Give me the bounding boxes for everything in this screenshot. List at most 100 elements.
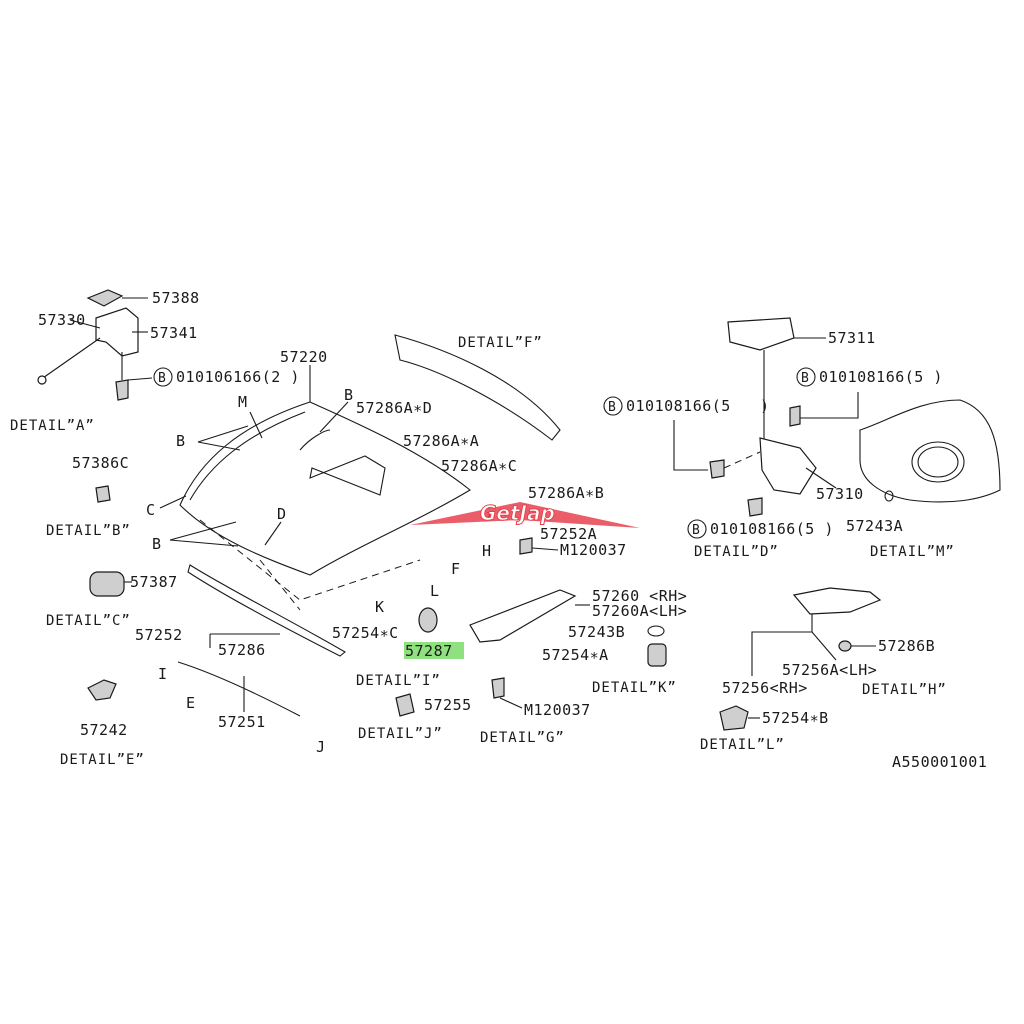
detail-g-caption: DETAIL”G”: [480, 730, 565, 746]
part-57287-highlight: [404, 642, 464, 659]
detail-b-caption: DETAIL”B”: [46, 523, 131, 539]
circled-b-icon: [687, 519, 707, 539]
part-57220-label: 57220: [280, 348, 328, 366]
m120037-top-label: M120037: [560, 541, 627, 559]
leader-line: [169, 521, 237, 541]
hood-inner-frame: [394, 334, 561, 441]
watermark-swoosh: [410, 502, 640, 528]
bolt-d-right: [789, 405, 801, 427]
circled-b-letter: B: [608, 400, 616, 415]
detail-c-caption: DETAIL”C”: [46, 613, 131, 629]
part-57254a-label: 57254∗A: [542, 646, 609, 664]
latch-dashed-guide: [723, 451, 761, 469]
part-57255-label: 57255: [424, 696, 472, 714]
detail-d-caption: DETAIL”D”: [694, 544, 779, 560]
part-57286a-b-label: 57286A∗B: [528, 484, 604, 502]
detail-d-group: 57311 B 010108166(5 ) B 010108166(5 ) 57…: [603, 317, 943, 560]
bolt-d-left: [709, 459, 725, 479]
circled-b-letter: B: [801, 371, 809, 386]
callout-i: I: [158, 665, 168, 683]
circled-b-icon: [153, 367, 173, 387]
part-57286a-a-label: 57286A∗A: [403, 432, 479, 450]
part-57287-label: 57287: [405, 642, 453, 660]
part-57254b-clip: [719, 705, 749, 731]
callout-f: F: [451, 560, 461, 578]
detail-e-caption: DETAIL”E”: [60, 752, 145, 768]
part-57256-bracket: [792, 587, 882, 615]
hood-dashed-guide: [199, 519, 421, 601]
part-57311-label: 57311: [828, 329, 876, 347]
part-57242-label: 57242: [80, 721, 128, 739]
leader-line: [197, 441, 241, 451]
bolt-d-bottom-label: 010108166(5 ): [710, 520, 834, 538]
circled-b-icon: [796, 367, 816, 387]
watermark-text: GetJap: [480, 501, 555, 525]
part-57243b-label: 57243B: [568, 623, 625, 641]
part-57251-cable: [177, 661, 301, 717]
panel-opening-inner: [917, 446, 959, 478]
leader-line: [69, 319, 101, 329]
bolt-m120037-top: [519, 537, 533, 555]
part-57252a-label: 57252A: [540, 525, 597, 543]
leader-line: [531, 547, 559, 551]
part-57256a-label: 57256A<LH>: [782, 661, 877, 679]
bolt-m120037-bottom: [491, 677, 505, 699]
bolt-a: [115, 379, 129, 401]
callout-b: B: [344, 386, 354, 404]
bolt-a-label: 010106166(2 ): [176, 368, 300, 386]
detail-l-caption: DETAIL”L”: [700, 737, 785, 753]
detail-f-caption: DETAIL”F”: [458, 335, 543, 351]
part-57252-seal: [187, 564, 346, 657]
leader-line: [499, 697, 523, 709]
part-57386c-label: 57386C: [72, 454, 129, 472]
part-57386c-clip: [95, 485, 111, 503]
part-57286a-c-label: 57286A∗C: [441, 457, 517, 475]
circled-b-letter: B: [158, 371, 166, 386]
part-57388-label: 57388: [152, 289, 200, 307]
part-57286-label: 57286: [218, 641, 266, 659]
callout-d: D: [277, 505, 287, 523]
part-57260-label: 57260 <RH>: [592, 587, 687, 605]
part-57286b-label: 57286B: [878, 637, 935, 655]
leader-line: [319, 401, 349, 433]
part-57254c-label: 57254∗C: [332, 624, 399, 642]
cable-end: [37, 375, 47, 385]
diagram-code: A550001001: [892, 753, 987, 771]
part-57243a-plug: [884, 490, 894, 502]
leader-line: [805, 467, 837, 489]
part-57252-label: 57252: [135, 626, 183, 644]
callout-k: K: [375, 598, 385, 616]
hood-edge-line: [189, 411, 306, 501]
bolt-d-bottom: [747, 497, 763, 517]
part-57251-label: 57251: [218, 713, 266, 731]
leader-line: [127, 377, 153, 381]
m120037-bottom-label: M120037: [524, 701, 591, 719]
callout-j: J: [316, 738, 326, 756]
hood-detail-line: [299, 429, 331, 451]
leader-line: [169, 539, 239, 547]
part-57260-hinge: [469, 589, 577, 643]
leader-line: [264, 521, 282, 546]
part-57254a-bumper: [647, 643, 667, 667]
part-57256-label: 57256<RH>: [722, 679, 808, 697]
detail-h-l-group: 57286B 57256A<LH> 57256<RH> DETAIL”H” 57…: [700, 587, 946, 753]
hood-scoop-opening: [309, 455, 386, 496]
part-57260a-label: 57260A<LH>: [592, 602, 687, 620]
center-frame-parts: 57286A∗D 57286A∗A 57286A∗C 57286A∗B 5725…: [356, 399, 627, 559]
callout-m: M: [238, 393, 248, 411]
part-57286b-clip: [838, 640, 852, 652]
detail-a-group: 57388 57330 57341 B 010106166(2 ) DETAIL…: [10, 289, 300, 434]
part-57286a-d-label: 57286A∗D: [356, 399, 432, 417]
part-57330-cable: [39, 337, 101, 381]
part-57387-grommet: [89, 571, 125, 597]
callout-e: E: [186, 694, 196, 712]
detail-i-caption: DETAIL”I”: [356, 673, 441, 689]
bolt-d-right-label: 010108166(5 ): [819, 368, 943, 386]
part-57341-bracket: [95, 307, 139, 357]
part-57341-label: 57341: [150, 324, 198, 342]
part-57287-grommet: [418, 607, 438, 633]
part-57243b-washer: [647, 625, 665, 637]
detail-g-k-group: 57260 <RH> 57260A<LH> M120037 DETAIL”G” …: [469, 587, 687, 746]
detail-left-parts: 57386C DETAIL”B” 57387 DETAIL”C” 57242 D…: [46, 454, 177, 768]
